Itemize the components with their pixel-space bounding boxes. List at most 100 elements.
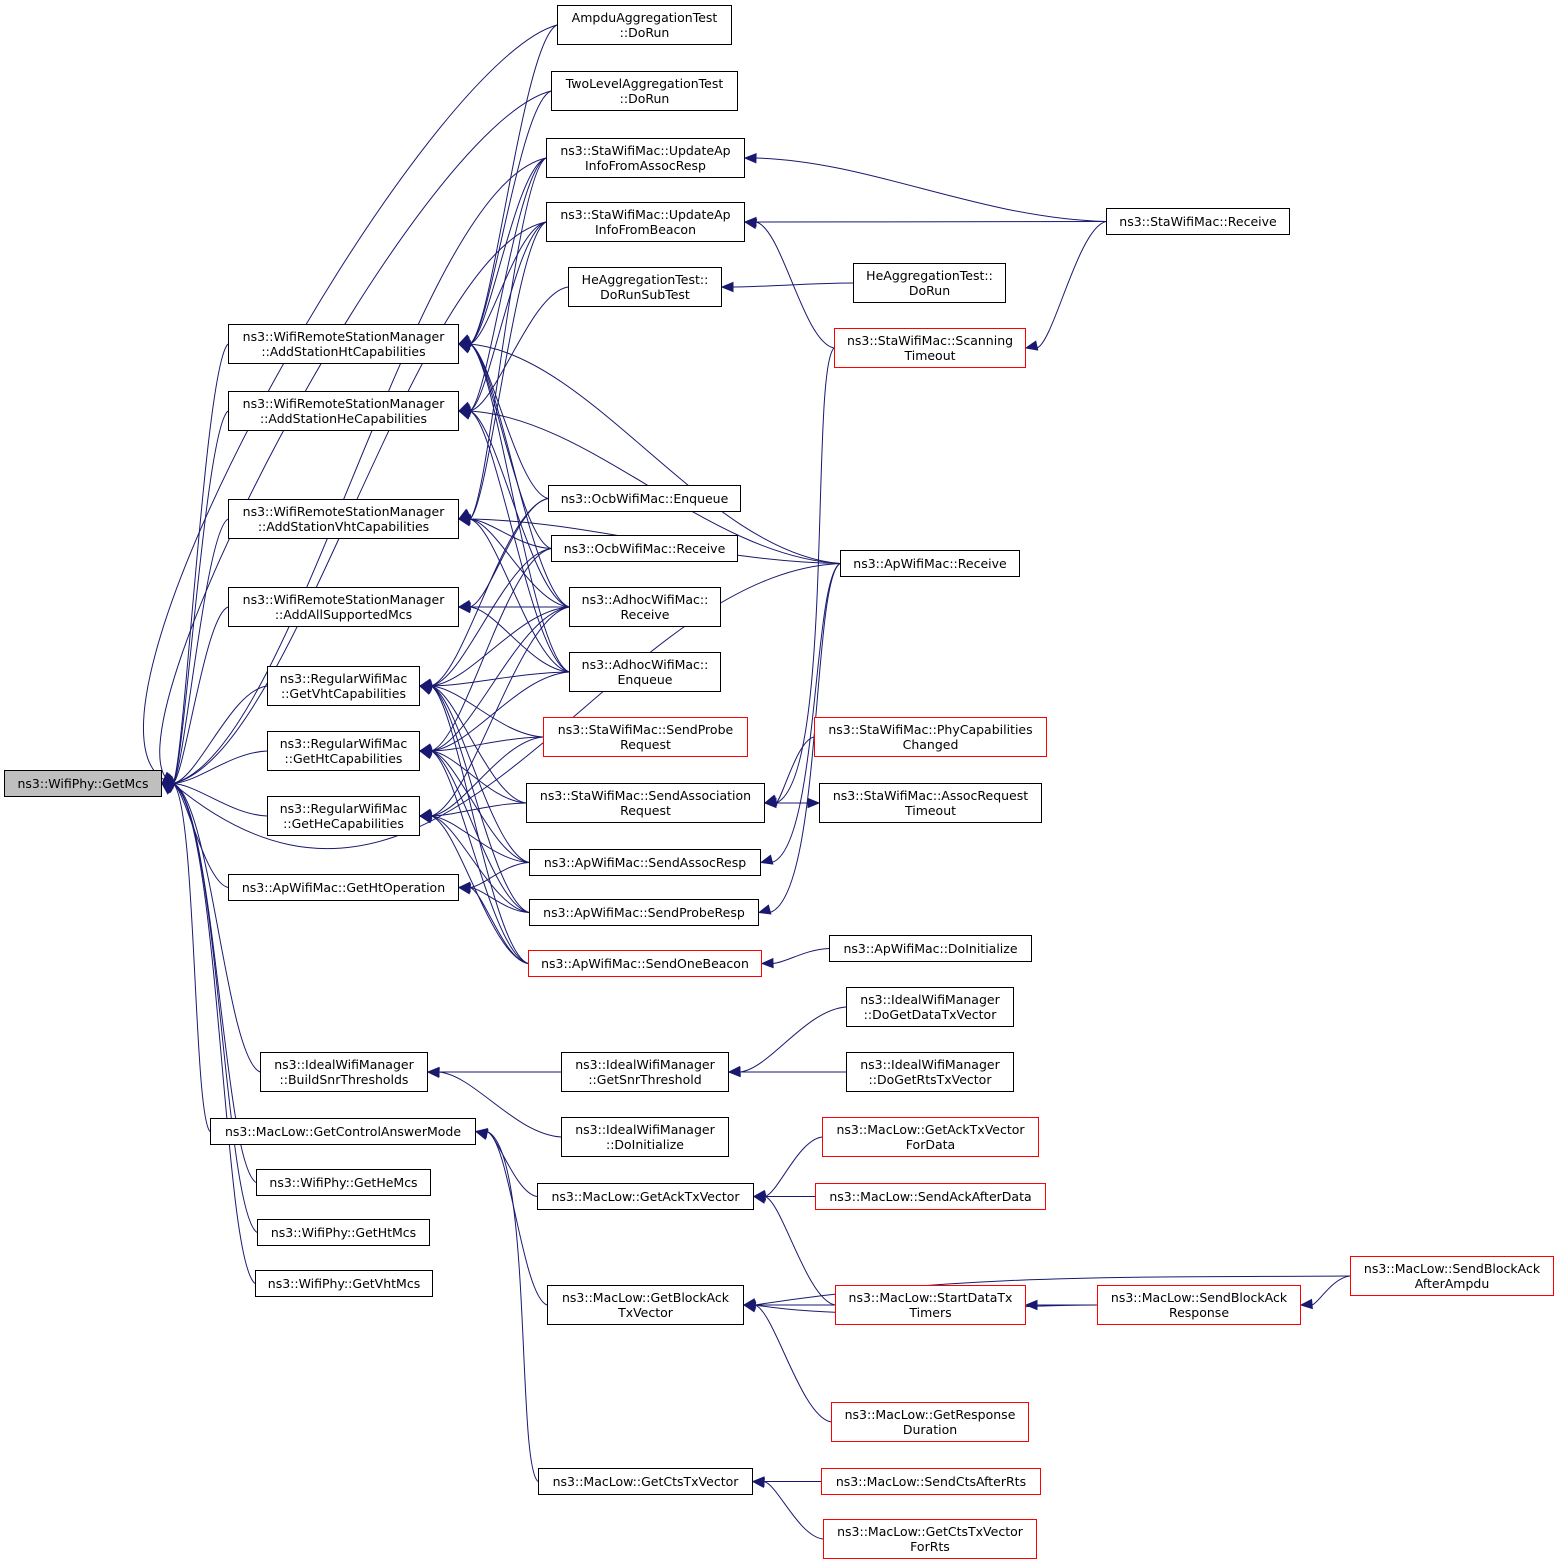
- graph-node-ampduaggregationtest-dorun[interactable]: AmpduAggregationTest::DoRun: [557, 5, 732, 45]
- arrowhead-addvht-adhocenq: [457, 516, 472, 527]
- graph-node-ns3-adhocwifimac-receive[interactable]: ns3::AdhocWifiMac::Receive: [569, 587, 721, 627]
- edge-addhe-updbeacon: [469, 221, 547, 412]
- graph-node-ns3-regularwifimac-gethtcapabilities[interactable]: ns3::RegularWifiMac::GetHtCapabilities: [267, 731, 420, 771]
- graph-node-ns3-maclow-getacktxvector[interactable]: ns3::MacLow::GetAckTxVector: [537, 1183, 754, 1210]
- graph-node-ns3-idealwifimanager-dogetdatatxvector[interactable]: ns3::IdealWifiManager::DoGetDataTxVector: [846, 987, 1014, 1027]
- edge-getht-sendonebeacon: [430, 750, 529, 964]
- arrowhead-idealsnr-idealrts: [727, 1066, 741, 1078]
- graph-node-ns3-wifiremotestationmanager-addstationvhtcapabilities[interactable]: ns3::WifiRemoteStationManager::AddStatio…: [228, 499, 459, 539]
- edge-updbeacon-stareceive: [755, 221, 1107, 223]
- graph-node-twolevelaggregationtest-dorun[interactable]: TwoLevelAggregationTest::DoRun: [551, 71, 738, 111]
- graph-node-ns3-ocbwifimac-receive[interactable]: ns3::OcbWifiMac::Receive: [551, 535, 738, 562]
- graph-node-ns3-maclow-getcontrolanswermode[interactable]: ns3::MacLow::GetControlAnswerMode: [210, 1118, 476, 1145]
- node-label: DoRun: [908, 283, 951, 298]
- arrowhead-startdata-sendbaresp: [1024, 1299, 1038, 1311]
- arrowhead-addhe-adhocenq: [457, 409, 472, 420]
- graph-node-ns3-idealwifimanager-getsnrthreshold[interactable]: ns3::IdealWifiManager::GetSnrThreshold: [561, 1052, 729, 1092]
- node-label: ns3::ApWifiMac::SendProbeResp: [543, 905, 745, 920]
- arrowhead-assoctimeout-sendassoc: [807, 797, 821, 809]
- arrowhead-sendproberesp-aprecv: [757, 904, 772, 915]
- node-label: ns3::IdealWifiManager: [274, 1057, 414, 1072]
- node-label: ns3::IdealWifiManager: [860, 992, 1000, 1007]
- graph-node-ns3-apwifimac-receive[interactable]: ns3::ApWifiMac::Receive: [840, 550, 1020, 577]
- edge-addvht-adhocrecv: [469, 518, 570, 608]
- node-label: ns3::AdhocWifiMac::: [581, 592, 709, 607]
- node-label: AmpduAggregationTest: [571, 10, 718, 25]
- graph-node-ns3-wifiphy-getvhtmcs[interactable]: ns3::WifiPhy::GetVhtMcs: [255, 1270, 433, 1297]
- graph-node-ns3-ocbwifimac-enqueue[interactable]: ns3::OcbWifiMac::Enqueue: [548, 485, 741, 512]
- node-label: Timeout: [904, 803, 957, 818]
- node-label: Enqueue: [617, 672, 673, 687]
- graph-node-ns3-idealwifimanager-doinitialize[interactable]: ns3::IdealWifiManager::DoInitialize: [561, 1117, 729, 1157]
- edge-getmcs-getht: [172, 750, 268, 784]
- edge-gethtop-sendassocresp: [469, 862, 530, 888]
- edge-getht-sendassoc: [430, 750, 527, 804]
- node-label: Request: [620, 737, 671, 752]
- edge-addvht-ocbrecv: [469, 518, 552, 549]
- edge-gethe-adhocrecv: [430, 606, 570, 817]
- graph-node-ns3-wifiphy-gethtmcs[interactable]: ns3::WifiPhy::GetHtMcs: [257, 1219, 430, 1246]
- graph-node-ns3-maclow-sendackafterdata[interactable]: ns3::MacLow::SendAckAfterData: [815, 1183, 1046, 1210]
- node-label: Timeout: [904, 348, 956, 363]
- graph-node-ns3-adhocwifimac-enqueue[interactable]: ns3::AdhocWifiMac::Enqueue: [569, 652, 721, 692]
- graph-node-ns3-maclow-sendctsafterrts[interactable]: ns3::MacLow::SendCtsAfterRts: [821, 1468, 1041, 1495]
- graph-node-ns3-regularwifimac-gethecapabilities[interactable]: ns3::RegularWifiMac::GetHeCapabilities: [267, 796, 420, 836]
- graph-node-ns3-idealwifimanager-dogetrtstxvector[interactable]: ns3::IdealWifiManager::DoGetRtsTxVector: [846, 1052, 1014, 1092]
- edge-getmcs-gethtmcs: [172, 783, 258, 1233]
- node-label: ::AddStationHeCapabilities: [259, 411, 428, 426]
- node-label: ns3::WifiPhy::GetHtMcs: [270, 1225, 417, 1240]
- graph-node-ns3-maclow-getctstxvector[interactable]: ns3::MacLow::GetCtsTxVector: [538, 1468, 753, 1495]
- edge-getcam-getacktx: [486, 1131, 538, 1197]
- node-label: ns3::WifiRemoteStationManager: [242, 592, 445, 607]
- node-label: ns3::RegularWifiMac: [279, 736, 408, 751]
- node-label: ::AddStationHtCapabilities: [261, 344, 426, 359]
- node-label: ns3::MacLow::GetAckTxVector: [551, 1189, 740, 1204]
- graph-node-ns3-apwifimac-doinitialize[interactable]: ns3::ApWifiMac::DoInitialize: [829, 935, 1032, 962]
- graph-node-ns3-wifiremotestationmanager-addstationhecapabilities[interactable]: ns3::WifiRemoteStationManager::AddStatio…: [228, 391, 459, 431]
- graph-node-ns3-idealwifimanager-buildsnrthresholds[interactable]: ns3::IdealWifiManager::BuildSnrThreshold…: [260, 1052, 428, 1092]
- edge-getmcs-gethe: [172, 783, 268, 817]
- graph-node-ns3-wifiremotestationmanager-addstationhtcapabilities[interactable]: ns3::WifiRemoteStationManager::AddStatio…: [228, 324, 459, 364]
- graph-node-ns3-regularwifimac-getvhtcapabilities[interactable]: ns3::RegularWifiMac::GetVhtCapabilities: [267, 666, 420, 706]
- node-label: ForRts: [910, 1539, 950, 1554]
- graph-node-heaggregationtest-dorunsubtest[interactable]: HeAggregationTest::DoRunSubTest: [568, 267, 722, 307]
- graph-node-ns3-apwifimac-sendonebeacon[interactable]: ns3::ApWifiMac::SendOneBeacon: [528, 950, 762, 977]
- edge-getmcs-addht: [172, 343, 229, 784]
- graph-node-ns3-apwifimac-sendproberesp[interactable]: ns3::ApWifiMac::SendProbeResp: [529, 899, 759, 926]
- root-node-ns3-wifiphy-getmcs: ns3::WifiPhy::GetMcs: [4, 770, 162, 797]
- edge-gethe-sendproberesp: [430, 815, 530, 913]
- graph-node-ns3-apwifimac-gethtoperation[interactable]: ns3::ApWifiMac::GetHtOperation: [228, 874, 459, 901]
- arrowhead-getacktx-startdata: [752, 1193, 767, 1204]
- graph-node-ns3-stawifimac-receive[interactable]: ns3::StaWifiMac::Receive: [1106, 208, 1290, 235]
- graph-node-ns3-wifiremotestationmanager-addallsupportedmcs[interactable]: ns3::WifiRemoteStationManager::AddAllSup…: [228, 587, 459, 627]
- node-label: Changed: [902, 737, 959, 752]
- node-label: ns3::MacLow::SendBlockAck: [1110, 1290, 1288, 1305]
- graph-node-ns3-wifiphy-gethemcs[interactable]: ns3::WifiPhy::GetHeMcs: [256, 1169, 431, 1196]
- arrowhead-gethtop-sendonebeacon: [457, 884, 472, 895]
- graph-node-heaggregationtest-dorun[interactable]: HeAggregationTest::DoRun: [853, 263, 1006, 303]
- graph-node-ns3-apwifimac-sendassocresp[interactable]: ns3::ApWifiMac::SendAssocResp: [529, 849, 761, 876]
- edge-addht-adhocrecv: [469, 343, 570, 608]
- node-label: ns3::WifiRemoteStationManager: [242, 329, 445, 344]
- edge-gethe-sendassocresp: [430, 815, 530, 863]
- edge-gethe-sendassoc: [430, 802, 527, 817]
- node-label: ns3::IdealWifiManager: [575, 1057, 715, 1072]
- edge-getvht-sendassocresp: [430, 685, 530, 863]
- edge-scanning-stareceive: [1036, 221, 1107, 349]
- edge-hesub-herun: [732, 282, 854, 288]
- node-label: ns3::MacLow::GetCtsTxVector: [552, 1474, 739, 1489]
